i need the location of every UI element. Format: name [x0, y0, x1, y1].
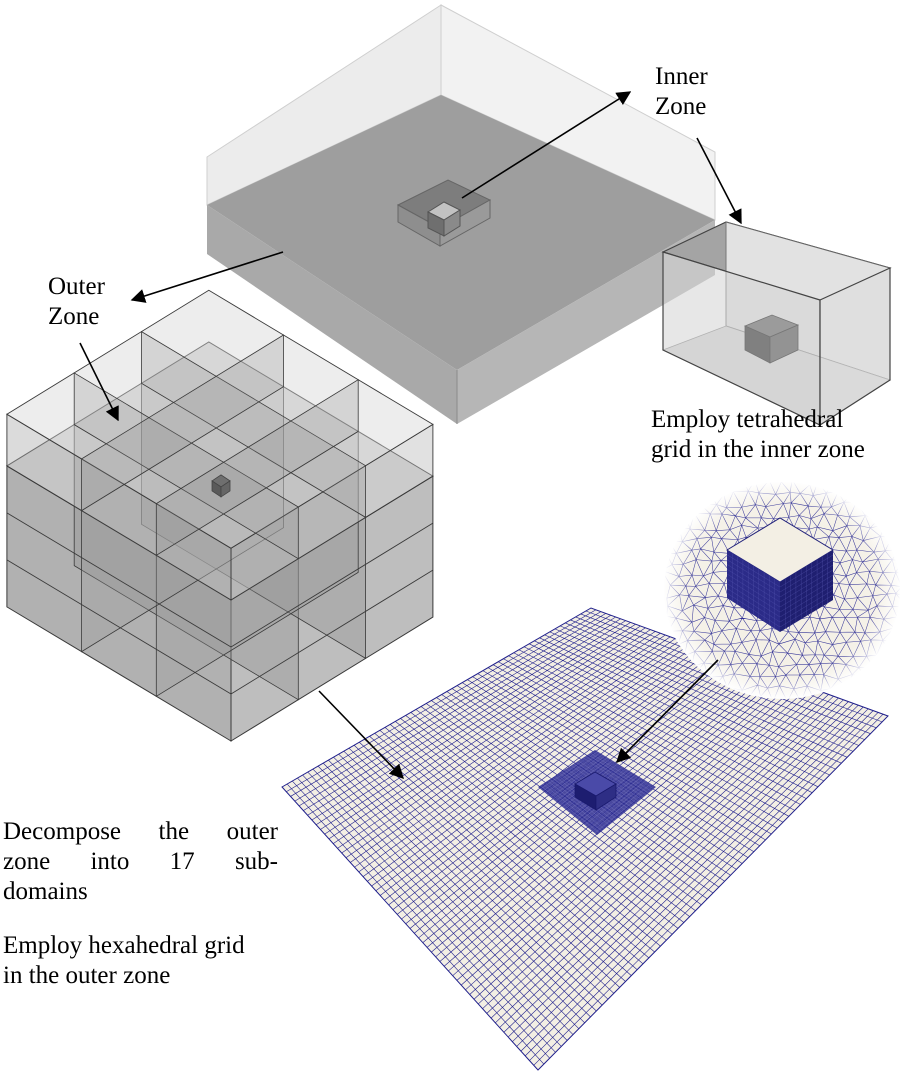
inner-zone-label: Inner Zone [655, 62, 708, 122]
arrow-to-outer-zone-label [130, 251, 284, 303]
decompose-caption: Decompose the outer zone into 17 sub- do… [3, 817, 278, 907]
arrow-outer-label-to-subdomains [79, 342, 119, 422]
tetrahedral-caption: Employ tetrahedral grid in the inner zon… [651, 405, 865, 465]
tetrahedral-caption-line-1: Employ tetrahedral [651, 406, 844, 433]
inner-zone-label-line-2: Zone [655, 93, 707, 120]
hexahedral-caption-line-1: Employ hexahedral grid [3, 932, 245, 959]
inner-zone-front-right [819, 267, 891, 427]
decompose-caption-line-1: Decompose the outer [3, 818, 278, 845]
full-domain-box [206, 4, 716, 424]
outer-zone-label-line-1: Outer [48, 273, 105, 300]
inner-zone-label-line-1: Inner [655, 63, 708, 90]
decompose-caption-line-2: zone into 17 sub- [3, 848, 278, 875]
inner-zone-cavity [396, 179, 492, 247]
tetra-cube-surface-mesh [726, 553, 834, 629]
decompose-caption-line-3: domains [3, 878, 88, 905]
arrow-inner-label-to-box [696, 137, 742, 225]
arrow-to-inner-zone-label [461, 91, 632, 199]
hexahedral-caption: Employ hexahedral grid in the outer zone [3, 931, 245, 991]
inner-zone-box [661, 221, 892, 427]
full-box-lower-right-face [457, 220, 715, 424]
outer-zone-decomposition [5, 289, 434, 742]
arrow-subdomains-to-hex-mesh [318, 690, 405, 780]
arrow-tetra-to-patch [615, 659, 719, 764]
tetrahedral-caption-line-2: grid in the inner zone [651, 436, 865, 463]
outer-zone-label-line-2: Zone [48, 303, 100, 330]
arrows [79, 91, 742, 780]
full-box-lower-left-face [207, 205, 457, 424]
outer-zone-label: Outer Zone [48, 272, 105, 332]
hexahedral-mesh [281, 607, 889, 1071]
hexahedral-caption-line-2: in the outer zone [3, 962, 171, 989]
